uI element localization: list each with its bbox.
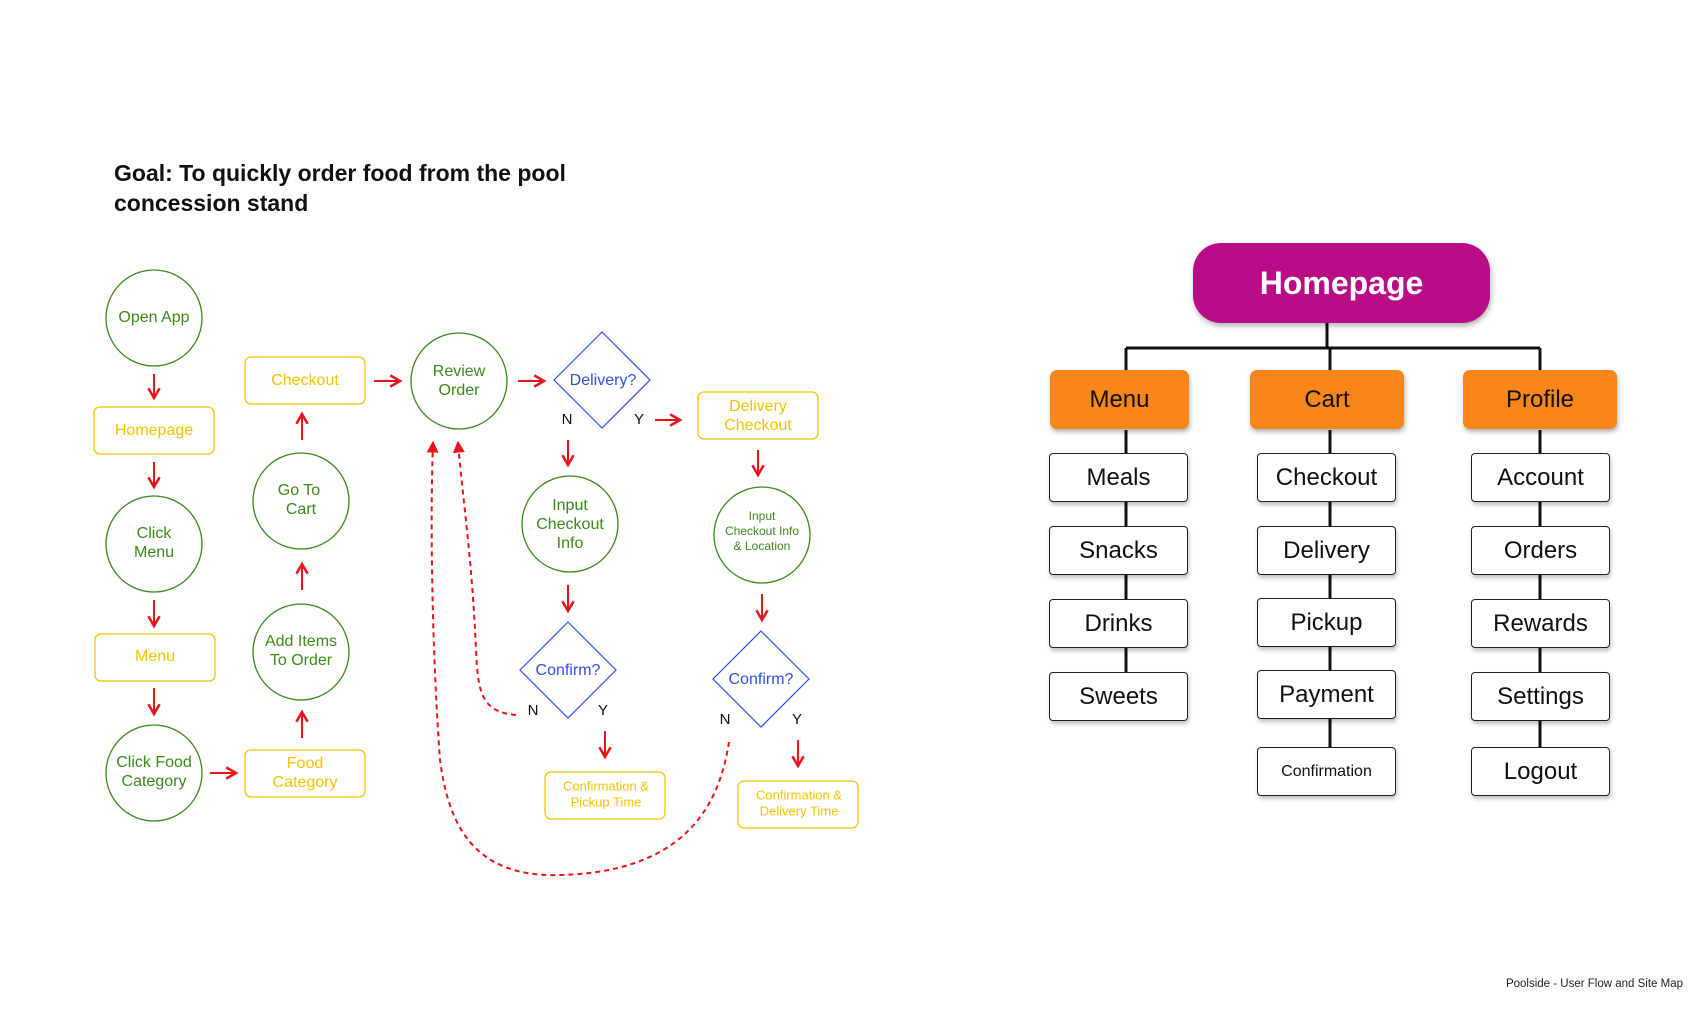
svg-text:Delivery?: Delivery? bbox=[570, 372, 637, 389]
svg-text:Delivery: Delivery bbox=[729, 398, 787, 415]
svg-text:Input: Input bbox=[749, 509, 776, 523]
node-menu-screen: Menu bbox=[94, 633, 216, 682]
svg-text:Menu: Menu bbox=[134, 544, 174, 561]
svg-text:Confirm?: Confirm? bbox=[536, 662, 601, 679]
label-yes: Y bbox=[598, 702, 608, 719]
node-go-to-cart: Go To Cart bbox=[252, 452, 350, 550]
sitemap-page-drinks: Drinks bbox=[1049, 599, 1188, 648]
sitemap-page-pickup: Pickup bbox=[1257, 598, 1396, 647]
svg-text:Menu: Menu bbox=[135, 648, 175, 665]
node-delivery-checkout-screen: Delivery Checkout bbox=[697, 391, 819, 440]
node-input-checkout-location: Input Checkout Info & Location bbox=[713, 486, 811, 584]
decision-delivery: Delivery? bbox=[553, 331, 651, 429]
sitemap-page-checkout: Checkout bbox=[1257, 453, 1396, 502]
svg-text:Confirmation &: Confirmation & bbox=[756, 787, 842, 802]
decision-confirm-delivery: Confirm? bbox=[712, 630, 810, 728]
svg-text:Order: Order bbox=[439, 382, 481, 399]
svg-text:Category: Category bbox=[273, 774, 338, 791]
svg-text:Checkout Info: Checkout Info bbox=[725, 524, 799, 538]
sitemap-page-logout: Logout bbox=[1471, 747, 1610, 796]
label-no: N bbox=[528, 702, 539, 719]
svg-text:To Order: To Order bbox=[270, 652, 333, 669]
sitemap-page-meals: Meals bbox=[1049, 453, 1188, 502]
sitemap-page-settings: Settings bbox=[1471, 672, 1610, 721]
node-add-items: Add Items To Order bbox=[252, 603, 350, 701]
node-click-menu: Click Menu bbox=[105, 495, 203, 593]
svg-text:Pickup Time: Pickup Time bbox=[571, 794, 642, 809]
decision-confirm-pickup: Confirm? bbox=[519, 621, 617, 719]
label-no: N bbox=[562, 411, 573, 428]
node-click-food-category: Click Food Category bbox=[105, 724, 203, 822]
label-yes: Y bbox=[634, 411, 644, 428]
svg-text:Add Items: Add Items bbox=[265, 633, 337, 650]
svg-text:Food: Food bbox=[287, 755, 323, 772]
svg-text:Input: Input bbox=[552, 497, 588, 514]
node-homepage-screen: Homepage bbox=[93, 406, 215, 455]
sitemap-page-confirmation: Confirmation bbox=[1257, 747, 1396, 796]
sitemap-category-menu: Menu bbox=[1050, 370, 1189, 429]
node-food-category-screen: Food Category bbox=[244, 749, 366, 798]
svg-text:Go To: Go To bbox=[278, 482, 321, 499]
sitemap-page-snacks: Snacks bbox=[1049, 526, 1188, 575]
sitemap-page-account: Account bbox=[1471, 453, 1610, 502]
node-open-app: Open App bbox=[105, 269, 203, 367]
svg-text:Info: Info bbox=[557, 535, 584, 552]
sitemap-page-sweets: Sweets bbox=[1049, 672, 1188, 721]
node-review-order: Review Order bbox=[410, 332, 508, 430]
node-input-checkout-info: Input Checkout Info bbox=[521, 475, 619, 573]
svg-text:& Location: & Location bbox=[734, 539, 791, 553]
node-checkout-screen: Checkout bbox=[244, 356, 366, 405]
svg-text:Click: Click bbox=[137, 525, 173, 542]
svg-text:Checkout: Checkout bbox=[536, 516, 604, 533]
node-confirmation-delivery: Confirmation & Delivery Time bbox=[737, 780, 859, 829]
sitemap-page-delivery: Delivery bbox=[1257, 526, 1396, 575]
label-yes: Y bbox=[792, 711, 802, 728]
sitemap-page-rewards: Rewards bbox=[1471, 599, 1610, 648]
sitemap-root-homepage: Homepage bbox=[1193, 243, 1490, 323]
svg-text:Click Food: Click Food bbox=[116, 754, 192, 771]
svg-text:Category: Category bbox=[122, 773, 187, 790]
node-confirmation-pickup: Confirmation & Pickup Time bbox=[544, 771, 666, 820]
svg-text:Confirmation &: Confirmation & bbox=[563, 778, 649, 793]
svg-text:Confirm?: Confirm? bbox=[729, 671, 794, 688]
svg-text:Checkout: Checkout bbox=[271, 372, 339, 389]
svg-text:Checkout: Checkout bbox=[724, 417, 792, 434]
svg-text:Homepage: Homepage bbox=[115, 422, 193, 439]
goal-title: Goal: To quickly order food from the poo… bbox=[114, 160, 566, 216]
loop-back-arrow-delivery bbox=[426, 440, 730, 877]
sitemap-category-cart: Cart bbox=[1250, 370, 1404, 429]
sitemap-page-orders: Orders bbox=[1471, 526, 1610, 575]
footer-caption: Poolside - User Flow and Site Map bbox=[1505, 978, 1683, 990]
sitemap-category-profile: Profile bbox=[1463, 370, 1617, 429]
svg-text:Delivery Time: Delivery Time bbox=[760, 803, 839, 818]
sitemap-page-payment: Payment bbox=[1257, 670, 1396, 719]
label-no: N bbox=[720, 711, 731, 728]
svg-text:Open App: Open App bbox=[118, 309, 189, 326]
svg-text:Cart: Cart bbox=[286, 501, 317, 518]
loop-back-arrow-pickup bbox=[452, 440, 517, 716]
svg-text:Review: Review bbox=[433, 363, 486, 380]
